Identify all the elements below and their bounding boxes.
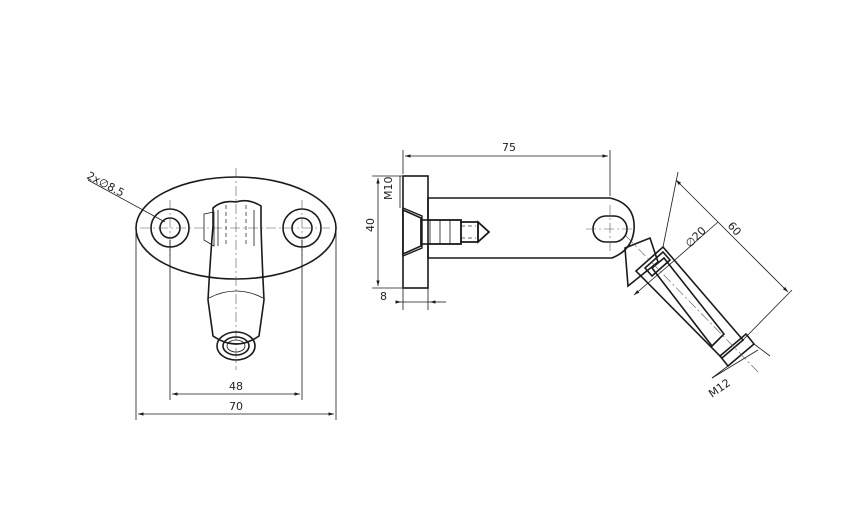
arm-section — [427, 197, 635, 259]
hole-diameter-label: 2x∅8.5 — [85, 169, 127, 200]
plate-section — [402, 175, 429, 289]
side-section-view: 75 M10 40 8 ∅20 60 M12 — [364, 141, 793, 400]
plate-thickness-dimension: 8 — [380, 290, 387, 303]
arm-length-dimension: 75 — [502, 141, 516, 154]
thread-m10-label: M10 — [382, 177, 395, 201]
tube-length-dimension: 60 — [725, 219, 744, 238]
tube-section — [624, 235, 761, 375]
thread-m12-label: M12 — [706, 376, 733, 400]
tube-diameter-dimension: ∅20 — [683, 224, 709, 250]
hole-spacing-dimension: 48 — [229, 380, 243, 393]
plate-height-dimension: 40 — [364, 218, 377, 232]
arm-front — [203, 199, 265, 361]
plate-width-dimension: 70 — [229, 400, 243, 413]
front-view: 2x∅8.5 48 70 — [85, 168, 337, 420]
